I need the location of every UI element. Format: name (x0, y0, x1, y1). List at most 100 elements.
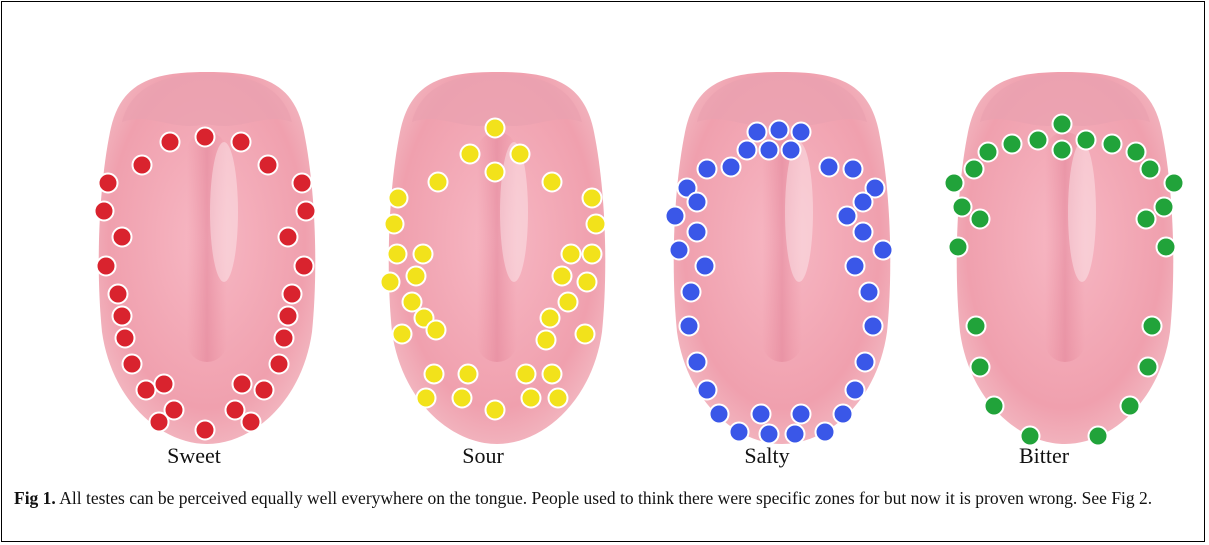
taste-dot (666, 207, 685, 226)
taste-dot (1127, 143, 1146, 162)
taste-dot (722, 158, 741, 177)
taste-dot (698, 381, 717, 400)
taste-dot (854, 223, 873, 242)
taste-dot (688, 223, 707, 242)
taste-dot (710, 405, 729, 424)
tongue-illustration (950, 62, 1180, 442)
taste-dot (738, 141, 757, 160)
taste-dot (99, 174, 118, 193)
taste-dot (381, 273, 400, 292)
taste-dot (417, 389, 436, 408)
taste-dot (748, 123, 767, 142)
taste-dot (275, 329, 294, 348)
taste-dot (553, 267, 572, 286)
taste-dot (792, 405, 811, 424)
tongue-bitter (950, 62, 1140, 432)
taste-dot (226, 401, 245, 420)
tongue-illustration (382, 62, 612, 442)
taste-dot (255, 381, 274, 400)
taste-dot (1029, 131, 1048, 150)
taste-dot (562, 245, 581, 264)
taste-dot (965, 160, 984, 179)
taste-dot (752, 405, 771, 424)
taste-dot (116, 329, 135, 348)
taste-dot (670, 241, 689, 260)
taste-dot (393, 325, 412, 344)
taste-dot (295, 257, 314, 276)
taste-dot (389, 189, 408, 208)
taste-dot (698, 160, 717, 179)
taste-dot (1053, 141, 1072, 160)
taste-dot (1053, 115, 1072, 134)
taste-dot (985, 397, 1004, 416)
taste-dot (874, 241, 893, 260)
taste-dot (137, 381, 156, 400)
taste-dot (196, 421, 215, 440)
taste-dot (967, 317, 986, 336)
taste-dot (949, 238, 968, 257)
taste-dot (696, 257, 715, 276)
tongue-sweet (92, 62, 282, 432)
taste-dot (682, 283, 701, 302)
taste-dot (196, 128, 215, 147)
taste-dot (576, 325, 595, 344)
taste-dot (453, 389, 472, 408)
taste-dot (150, 413, 169, 432)
taste-dot (782, 141, 801, 160)
taste-dot (429, 173, 448, 192)
taste-dot (945, 174, 964, 193)
taste-dot (856, 353, 875, 372)
taste-dot (583, 245, 602, 264)
taste-dot (792, 123, 811, 142)
tongue-sour (382, 62, 572, 432)
taste-dot (113, 228, 132, 247)
taste-dot (760, 141, 779, 160)
taste-dot (385, 215, 404, 234)
figure-caption: Fig 1. All testes can be perceived equal… (14, 486, 1194, 511)
taste-dot (844, 160, 863, 179)
taste-dot (543, 173, 562, 192)
taste-dot (97, 257, 116, 276)
taste-dot (979, 143, 998, 162)
taste-dot (1155, 198, 1174, 217)
taste-dot (279, 228, 298, 247)
taste-dot (543, 365, 562, 384)
taste-dot (971, 210, 990, 229)
tongue-highlight (785, 142, 813, 282)
taste-dot (587, 215, 606, 234)
taste-dot (541, 309, 560, 328)
taste-dot (578, 273, 597, 292)
taste-dot (838, 207, 857, 226)
taste-dot (123, 355, 142, 374)
taste-dot (834, 405, 853, 424)
taste-dot (680, 317, 699, 336)
taste-dot (583, 189, 602, 208)
taste-dot (688, 353, 707, 372)
taste-dot (854, 193, 873, 212)
label-sour: Sour (388, 443, 578, 469)
taste-dot (407, 267, 426, 286)
taste-dot (233, 375, 252, 394)
taste-dot (864, 317, 883, 336)
caption-text: All testes can be perceived equally well… (56, 488, 1152, 508)
taste-dot (770, 121, 789, 140)
taste-dot (1141, 160, 1160, 179)
taste-dot (820, 158, 839, 177)
taste-dot (559, 293, 578, 312)
tongue-highlight (1068, 142, 1096, 282)
caption-label: Fig 1. (14, 488, 56, 508)
taste-dot (232, 133, 251, 152)
taste-dot (403, 293, 422, 312)
taste-dot (971, 358, 990, 377)
taste-dot (1165, 174, 1184, 193)
taste-dot (786, 425, 805, 444)
tongue-illustration (92, 62, 322, 442)
taste-dot (816, 423, 835, 442)
taste-dot (297, 202, 316, 221)
taste-dot (279, 307, 298, 326)
taste-dot (293, 174, 312, 193)
taste-dot (953, 198, 972, 217)
taste-dot (461, 145, 480, 164)
taste-dot (242, 413, 261, 432)
taste-dot (113, 307, 132, 326)
